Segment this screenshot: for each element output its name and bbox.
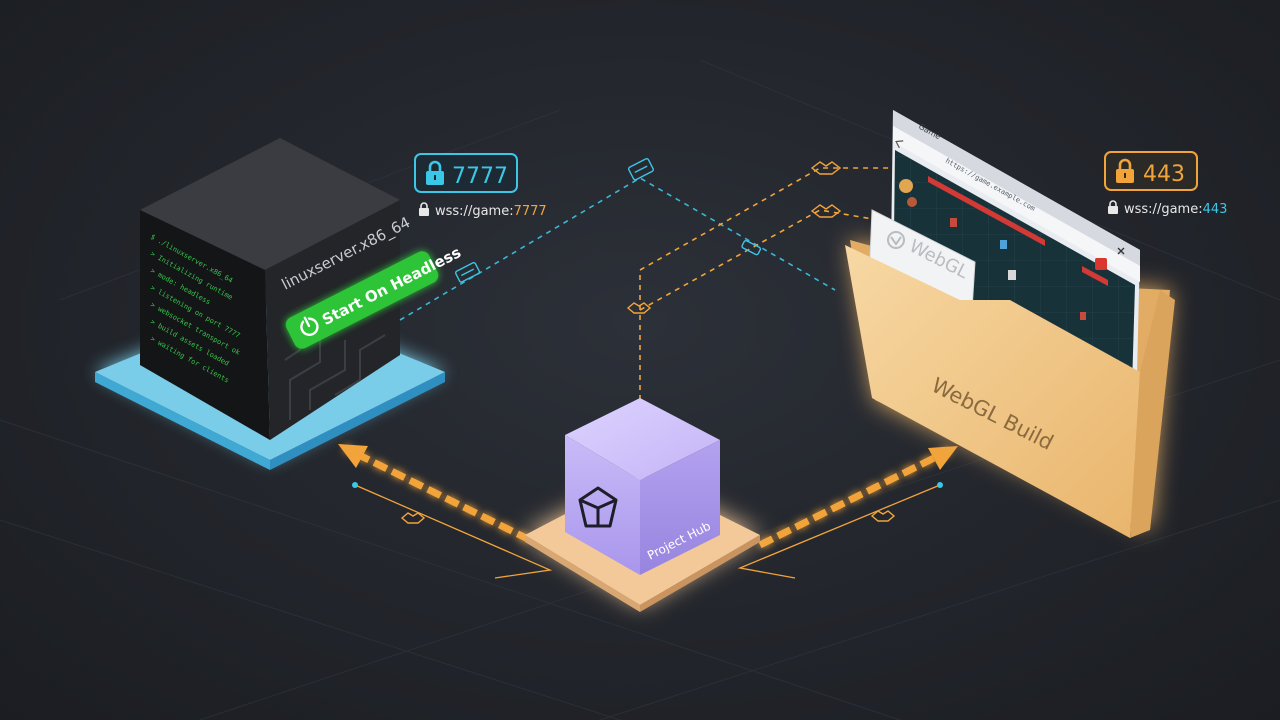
packet-icon (741, 239, 762, 256)
packet-icon (627, 158, 654, 181)
server-node: $ ./linuxserver.x86_64> Initializing run… (95, 138, 464, 470)
server-ws-url: wss://game:7777 (419, 202, 547, 219)
window-close-icon (1117, 247, 1125, 255)
lock-small-icon (419, 202, 429, 216)
health-bar (928, 176, 1045, 246)
player-sprite (899, 179, 913, 193)
lock-small-icon (1108, 200, 1118, 214)
player-sprite (907, 197, 917, 207)
webgl-ws-port: 443 (1203, 202, 1228, 217)
server-ws-port: 7777 (514, 204, 547, 219)
webgl-port-badge: 443 (1104, 151, 1198, 191)
handshake-icon (810, 204, 842, 218)
game-engine-logo-icon (578, 486, 618, 528)
webgl-ws-prefix: wss://game: (1124, 202, 1203, 217)
server-cube-top (140, 138, 400, 270)
webgl-ws-url: wss://game:443 (1108, 200, 1227, 217)
enemy-sprite (1080, 312, 1086, 320)
handshake-icon (870, 510, 896, 522)
handshake-icon (626, 302, 652, 314)
svg-text:wss://game:7777: wss://game:7777 (435, 204, 547, 219)
link-icons (400, 158, 896, 524)
server-cube-left (140, 210, 270, 440)
enemy-sprite (1000, 240, 1007, 249)
webgl-build-node: Game https://game.example.com WebGL WebG… (845, 110, 1175, 538)
enemy-sprite (1008, 270, 1016, 280)
health-bar (1082, 266, 1108, 286)
webgl-port-number: 443 (1143, 162, 1185, 187)
back-arrow-icon (895, 140, 904, 149)
server-port-badge: 7777 (414, 153, 518, 193)
handshake-icon (810, 161, 842, 175)
lock-icon (1116, 158, 1134, 183)
enemy-sprite (950, 218, 957, 227)
server-port-number: 7777 (452, 164, 508, 189)
lock-icon (426, 160, 444, 185)
project-hub-node: Project Hub (525, 398, 760, 612)
hub-cube-right (640, 440, 720, 575)
packet-icon (454, 262, 481, 283)
hub-cube-top (565, 398, 720, 480)
folder-front (845, 245, 1140, 538)
svg-text:wss://game:443: wss://game:443 (1124, 202, 1227, 217)
handshake-icon (400, 512, 426, 524)
record-button[interactable] (1095, 258, 1107, 270)
webgl-logo-icon (887, 231, 905, 249)
server-ws-prefix: wss://game: (435, 204, 514, 219)
